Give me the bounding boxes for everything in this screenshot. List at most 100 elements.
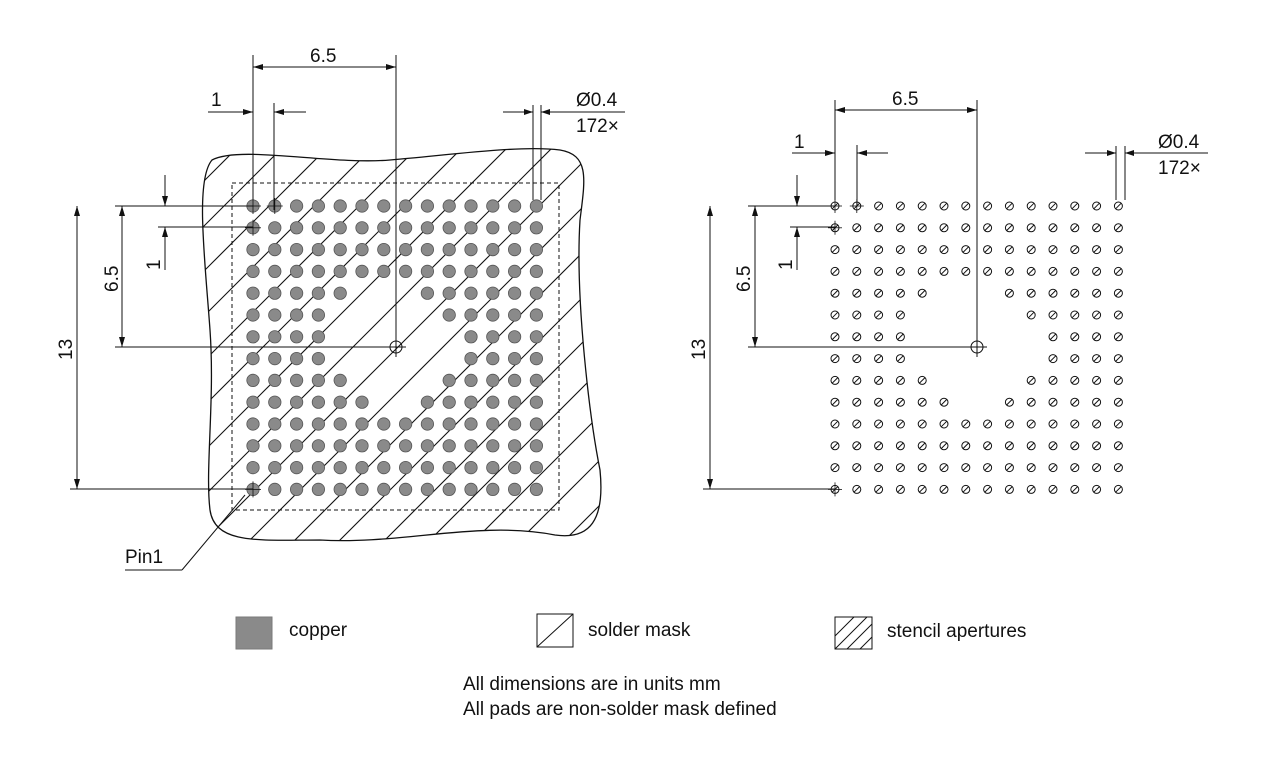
aperture-hatch (984, 464, 991, 471)
aperture-hatch (853, 246, 860, 253)
aperture-hatch (1006, 464, 1013, 471)
copper-pad (529, 460, 544, 475)
copper-pad (398, 264, 413, 278)
copper-pad (268, 264, 282, 278)
copper-pad (420, 199, 434, 213)
copper-pad (311, 351, 325, 366)
aperture-hatch (1071, 311, 1078, 319)
copper-pad (420, 221, 434, 235)
copper-pad (507, 264, 522, 278)
aperture-hatch (1049, 333, 1057, 340)
aperture-hatch (897, 377, 904, 384)
aperture-hatch (1071, 420, 1078, 428)
dim-vertical-pitch: 1 (776, 175, 835, 270)
copper-pad (529, 243, 544, 257)
aperture-hatch (1028, 311, 1035, 319)
dim-label: 1 (794, 132, 805, 153)
aperture-hatch (1115, 224, 1122, 231)
copper-pad (268, 460, 282, 475)
aperture-hatch (962, 464, 969, 471)
aperture-hatch (984, 268, 991, 275)
aperture-hatch (1006, 420, 1013, 428)
copper-pad (507, 330, 522, 344)
copper-pad (420, 460, 434, 475)
aperture-hatch (1115, 420, 1122, 428)
aperture-hatch (1006, 246, 1013, 253)
aperture-hatch (1071, 268, 1078, 275)
copper-pad (355, 221, 369, 235)
copper-pad (464, 221, 478, 235)
pin1-callout: Pin1 (125, 494, 246, 571)
copper-pad (420, 417, 434, 431)
copper-pad (355, 243, 369, 257)
copper-pad (289, 243, 304, 257)
dim-label: 6.5 (892, 89, 918, 110)
copper-pad (486, 199, 500, 213)
copper-pad (398, 460, 413, 475)
aperture-hatch (1028, 399, 1035, 406)
aperture-hatch (1071, 246, 1078, 253)
aperture-hatch (897, 224, 904, 231)
aperture-hatch (1093, 202, 1100, 210)
dim-label: Ø0.4 (1158, 132, 1200, 153)
copper-pad (377, 243, 391, 257)
copper-pad (529, 395, 544, 409)
copper-pad (507, 439, 522, 453)
copper-pad (268, 439, 282, 453)
aperture-hatch (1115, 377, 1122, 384)
copper-pad (246, 373, 260, 387)
copper-pad (442, 264, 456, 278)
aperture-hatch (853, 464, 860, 471)
copper-pad (486, 330, 500, 344)
copper-pad (377, 264, 391, 278)
aperture-hatch (853, 399, 860, 406)
hatch-line (499, 148, 601, 541)
aperture-hatch (1049, 290, 1057, 297)
hatch-line (202, 148, 291, 541)
aperture-hatch (1093, 420, 1100, 428)
aperture-hatch (1115, 290, 1122, 297)
aperture-hatch (831, 333, 839, 340)
aperture-hatch (1093, 442, 1100, 449)
aperture-hatch (919, 486, 926, 493)
copper-pad (486, 308, 500, 322)
dim-label: 6.5 (310, 46, 336, 67)
copper-pad (464, 264, 478, 278)
copper-pad (464, 439, 478, 453)
copper-pad (355, 199, 369, 213)
aperture-hatch (831, 377, 839, 384)
aperture-hatch (984, 442, 991, 449)
legend-copper-swatch (235, 616, 273, 650)
copper-pad (246, 330, 260, 344)
aperture-hatch (1049, 399, 1057, 406)
aperture-hatch (875, 290, 882, 297)
copper-pad (268, 221, 282, 235)
copper-pad (529, 199, 544, 213)
copper-pad (420, 395, 434, 409)
aperture-hatch (897, 246, 904, 253)
copper-pad (442, 373, 456, 387)
copper-pad (529, 330, 544, 344)
dim-label: 13 (56, 339, 77, 360)
aperture-hatch (1028, 290, 1035, 297)
aperture-hatch (1028, 464, 1035, 471)
aperture-hatch (875, 311, 882, 319)
hatch-line (202, 148, 246, 541)
aperture-hatch (897, 311, 904, 319)
aperture-hatch (962, 246, 969, 253)
hatch-line (202, 148, 426, 541)
copper-pad (486, 482, 500, 496)
copper-pad (486, 243, 500, 257)
aperture-hatch (1071, 333, 1078, 340)
legend-stencil-label: stencil apertures (887, 621, 1027, 642)
dim-label: 13 (689, 339, 710, 360)
copper-pad (355, 460, 369, 475)
copper-pad (333, 460, 347, 475)
aperture-hatch (1006, 442, 1013, 449)
aperture-hatch (831, 355, 839, 362)
aperture-hatch (1071, 399, 1078, 406)
aperture-hatch (1006, 224, 1013, 231)
solder-mask-hatch (202, 148, 601, 541)
copper-pad (398, 417, 413, 431)
aperture-hatch (1006, 486, 1013, 493)
